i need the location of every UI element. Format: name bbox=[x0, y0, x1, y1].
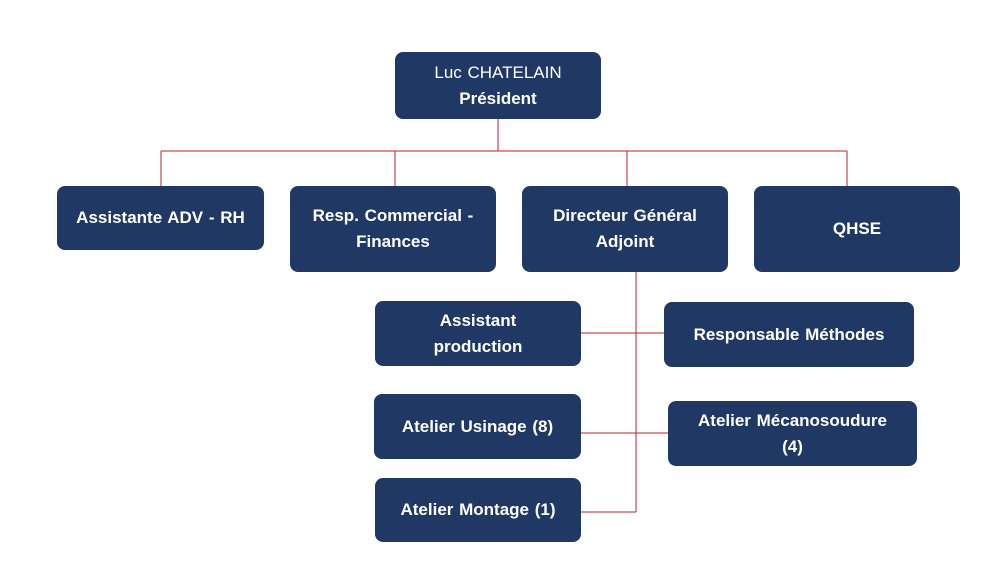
resp-commercial-line2: Finances bbox=[356, 232, 430, 251]
atelier-mecanosoudure-line1: Atelier Mécanosoudure bbox=[698, 410, 887, 430]
president-name: Luc CHATELAIN bbox=[434, 62, 562, 82]
assistante-adv-rh-label: Assistante ADV - RH bbox=[76, 208, 245, 227]
directeur-line1: Directeur Général bbox=[553, 206, 697, 225]
node-atelier-mecanosoudure: Atelier Mécanosoudure (4) bbox=[668, 401, 917, 466]
node-assistant-production: Assistant production bbox=[375, 301, 581, 366]
atelier-mecanosoudure-line2: (4) bbox=[782, 436, 803, 456]
node-atelier-usinage: Atelier Usinage (8) bbox=[374, 394, 581, 459]
assistant-production-line2: production bbox=[433, 336, 523, 356]
assistant-production-line1: Assistant bbox=[439, 310, 517, 330]
node-directeur-general-adjoint: Directeur Général Adjoint bbox=[522, 186, 728, 272]
president-role: Président bbox=[459, 88, 537, 108]
node-president: Luc CHATELAIN Président bbox=[395, 52, 601, 119]
responsable-methodes-label: Responsable Méthodes bbox=[693, 324, 885, 344]
resp-commercial-line1: Resp. Commercial - bbox=[312, 206, 474, 225]
atelier-usinage-label: Atelier Usinage (8) bbox=[401, 416, 554, 436]
node-resp-commercial-finances: Resp. Commercial - Finances bbox=[290, 186, 496, 272]
node-responsable-methodes: Responsable Méthodes bbox=[664, 302, 914, 367]
node-atelier-montage: Atelier Montage (1) bbox=[375, 478, 581, 542]
atelier-montage-label: Atelier Montage (1) bbox=[400, 500, 556, 519]
node-assistante-adv-rh: Assistante ADV - RH bbox=[57, 186, 264, 250]
directeur-line2: Adjoint bbox=[595, 232, 655, 251]
node-qhse: QHSE bbox=[754, 186, 960, 272]
qhse-label: QHSE bbox=[832, 219, 882, 238]
